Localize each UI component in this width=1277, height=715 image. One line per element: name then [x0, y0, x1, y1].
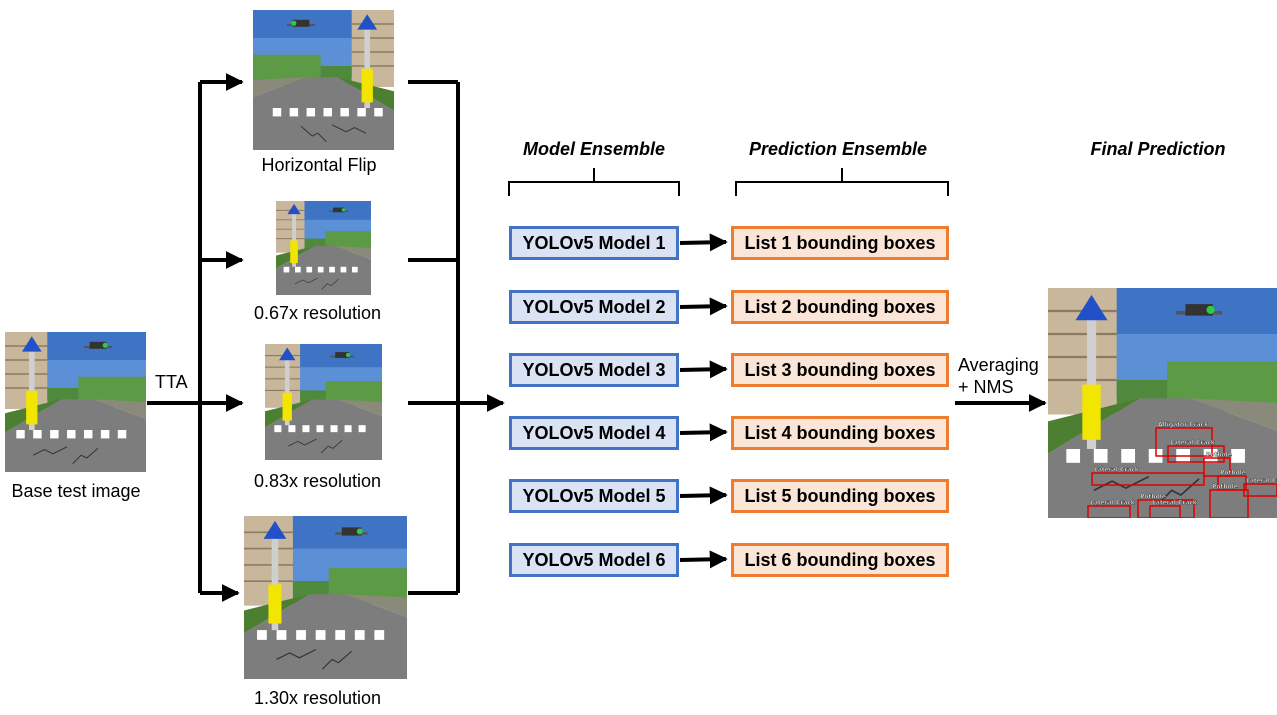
- detection-label: Pothole: [1212, 484, 1238, 491]
- model-ensemble-brace: [508, 168, 680, 196]
- detection-box: [1087, 505, 1131, 518]
- resolution-130-image: [244, 516, 407, 679]
- detection-label: Lateral Crack: [1246, 478, 1277, 485]
- arrow-model-4: [679, 423, 728, 442]
- model-box-5: YOLOv5 Model 5: [509, 479, 679, 513]
- model-box-6: YOLOv5 Model 6: [509, 543, 679, 577]
- base-test-image: [5, 332, 146, 472]
- prediction-ensemble-brace: [735, 168, 949, 196]
- averaging-label: Averaging: [958, 355, 1039, 375]
- prediction-ensemble-title: Prediction Ensemble: [748, 139, 928, 159]
- resolution-067-caption: 0.67x resolution: [253, 303, 382, 323]
- detection-box: [1091, 472, 1205, 486]
- base-image-caption: Base test image: [11, 481, 141, 501]
- detection-label: Lateral Crack: [1090, 500, 1136, 507]
- arrow-model-3: [679, 360, 728, 379]
- horizontal-flip-caption: Horizontal Flip: [261, 155, 377, 175]
- detection-label: Lateral Crack: [1170, 440, 1216, 447]
- prediction-box-3: List 3 bounding boxes: [731, 353, 949, 387]
- detection-box: [1155, 427, 1213, 457]
- detection-label: Lateral Crack: [1094, 467, 1140, 474]
- resolution-067-image: [276, 201, 371, 295]
- prediction-box-2: List 2 bounding boxes: [731, 290, 949, 324]
- detection-box: [1137, 499, 1195, 518]
- arrow-model-6: [679, 550, 728, 569]
- resolution-130-caption: 1.30x resolution: [253, 688, 382, 708]
- model-box-4: YOLOv5 Model 4: [509, 416, 679, 450]
- prediction-box-5: List 5 bounding boxes: [731, 479, 949, 513]
- prediction-box-4: List 4 bounding boxes: [731, 416, 949, 450]
- resolution-083-image: [265, 344, 382, 460]
- detection-label: Alligator Crack: [1158, 422, 1209, 429]
- detection-box: [1203, 457, 1231, 477]
- tta-label: TTA: [155, 372, 188, 392]
- model-ensemble-title: Model Ensemble: [522, 139, 666, 159]
- final-prediction-title: Final Prediction: [1090, 139, 1226, 159]
- model-box-3: YOLOv5 Model 3: [509, 353, 679, 387]
- resolution-083-caption: 0.83x resolution: [253, 471, 382, 491]
- detection-box: [1149, 505, 1181, 518]
- detection-label: Lateral Crack: [1152, 500, 1198, 507]
- detection-label: Pothole: [1140, 494, 1166, 501]
- detection-box: [1167, 445, 1225, 463]
- arrow-model-2: [679, 297, 728, 316]
- prediction-box-6: List 6 bounding boxes: [731, 543, 949, 577]
- arrow-model-5: [679, 486, 728, 505]
- model-box-1: YOLOv5 Model 1: [509, 226, 679, 260]
- detection-label: Pothole: [1206, 452, 1232, 459]
- model-box-2: YOLOv5 Model 2: [509, 290, 679, 324]
- horizontal-flip-image: [253, 10, 394, 150]
- arrow-model-1: [679, 233, 728, 252]
- detection-label: Pothole: [1220, 470, 1246, 477]
- nms-label: + NMS: [958, 377, 1014, 397]
- prediction-box-1: List 1 bounding boxes: [731, 226, 949, 260]
- detection-box: [1209, 489, 1249, 518]
